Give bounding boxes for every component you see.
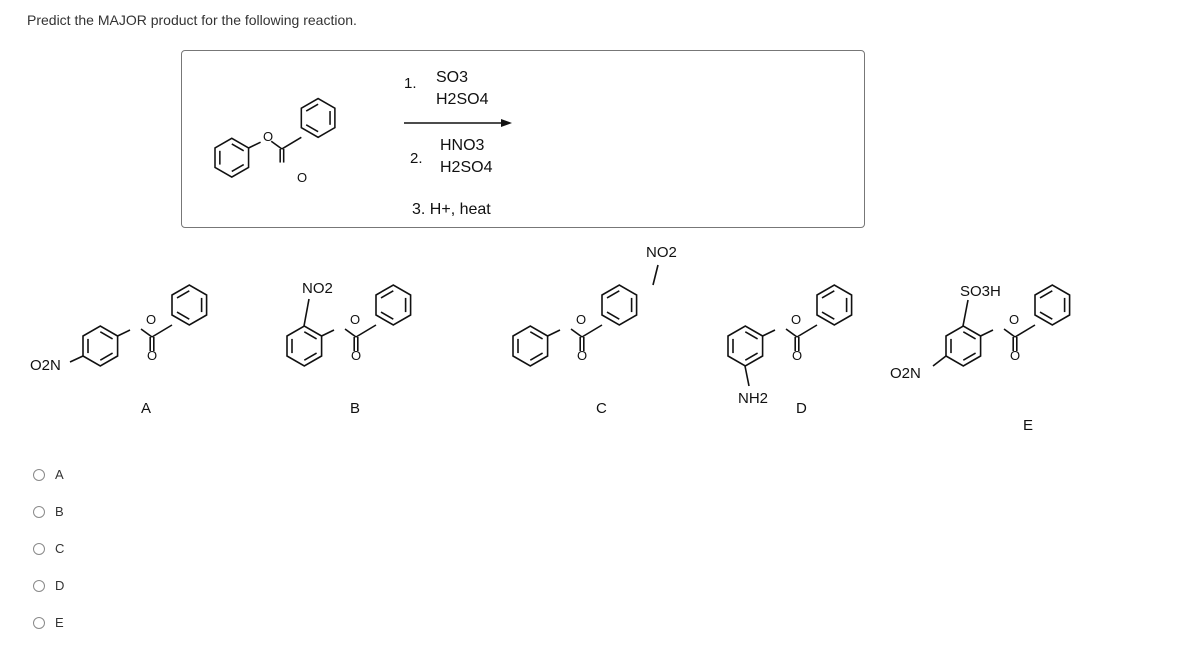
choice-b-carbonyl-oxygen: O (351, 348, 361, 363)
step1-number: 1. (404, 75, 417, 92)
choice-c-carbonyl-oxygen: O (577, 348, 587, 363)
radio-d[interactable] (33, 579, 45, 592)
choice-a-nitro: O2N (30, 357, 61, 374)
choice-c-letter: C (596, 400, 607, 417)
choice-e-structure: SO3H O2N O O E (890, 283, 1071, 434)
choice-e-nitro: O2N (890, 365, 921, 382)
choice-e-ether-oxygen: O (1009, 312, 1019, 327)
choice-c-structure: NO2 O O C (512, 244, 677, 417)
option-b-label: B (55, 504, 64, 519)
option-d[interactable]: D (33, 567, 64, 604)
choice-d-carbonyl-oxygen: O (792, 348, 802, 363)
step1-reagent-a: SO3 (436, 69, 468, 86)
step2-reagent-a: HNO3 (440, 137, 485, 154)
option-c-label: C (55, 541, 65, 556)
radio-b[interactable] (33, 505, 45, 518)
choice-d-amino: NH2 (738, 390, 768, 407)
option-c[interactable]: C (33, 530, 64, 567)
choice-a-ether-oxygen: O (146, 312, 156, 327)
choice-b-letter: B (350, 400, 360, 417)
choice-c-ether-oxygen: O (576, 312, 586, 327)
choice-c-nitro: NO2 (646, 244, 677, 261)
option-a[interactable]: A (33, 456, 64, 493)
choice-a-structure: O2N O O A (30, 284, 208, 417)
choice-a-letter: A (141, 400, 151, 417)
reaction-box (181, 50, 865, 228)
step2-number: 2. (410, 150, 423, 167)
choice-d-letter: D (796, 400, 807, 417)
radio-c[interactable] (33, 542, 45, 555)
option-e-label: E (55, 615, 64, 630)
step1-reagent-b: H2SO4 (436, 91, 489, 108)
option-a-label: A (55, 467, 64, 482)
option-d-label: D (55, 578, 65, 593)
choice-d-structure: NH2 O O D (727, 284, 853, 417)
choice-d-ether-oxygen: O (791, 312, 801, 327)
question-text: Predict the MAJOR product for the follow… (27, 12, 357, 28)
step2-reagent-b: H2SO4 (440, 159, 493, 176)
radio-a[interactable] (33, 468, 45, 481)
reaction-conditions: 1. SO3 H2SO4 HNO3 2. H2SO4 3. H+, heat (404, 69, 512, 218)
choice-b-ether-oxygen: O (350, 312, 360, 327)
radio-e[interactable] (33, 616, 45, 629)
choice-e-carbonyl-oxygen: O (1010, 348, 1020, 363)
starting-material-structure: O O (214, 97, 336, 185)
answer-options: A B C D E (33, 456, 64, 641)
option-e[interactable]: E (33, 604, 64, 641)
choice-b-structure: NO2 O O B (286, 280, 412, 417)
starting-ether-oxygen: O (263, 129, 273, 144)
choice-a-carbonyl-oxygen: O (147, 348, 157, 363)
starting-carbonyl-oxygen: O (297, 170, 307, 185)
choice-b-nitro: NO2 (302, 280, 333, 297)
choice-e-letter: E (1023, 417, 1033, 434)
option-b[interactable]: B (33, 493, 64, 530)
choice-e-sulfonic: SO3H (960, 283, 1001, 300)
step3-text: 3. H+, heat (412, 201, 491, 218)
